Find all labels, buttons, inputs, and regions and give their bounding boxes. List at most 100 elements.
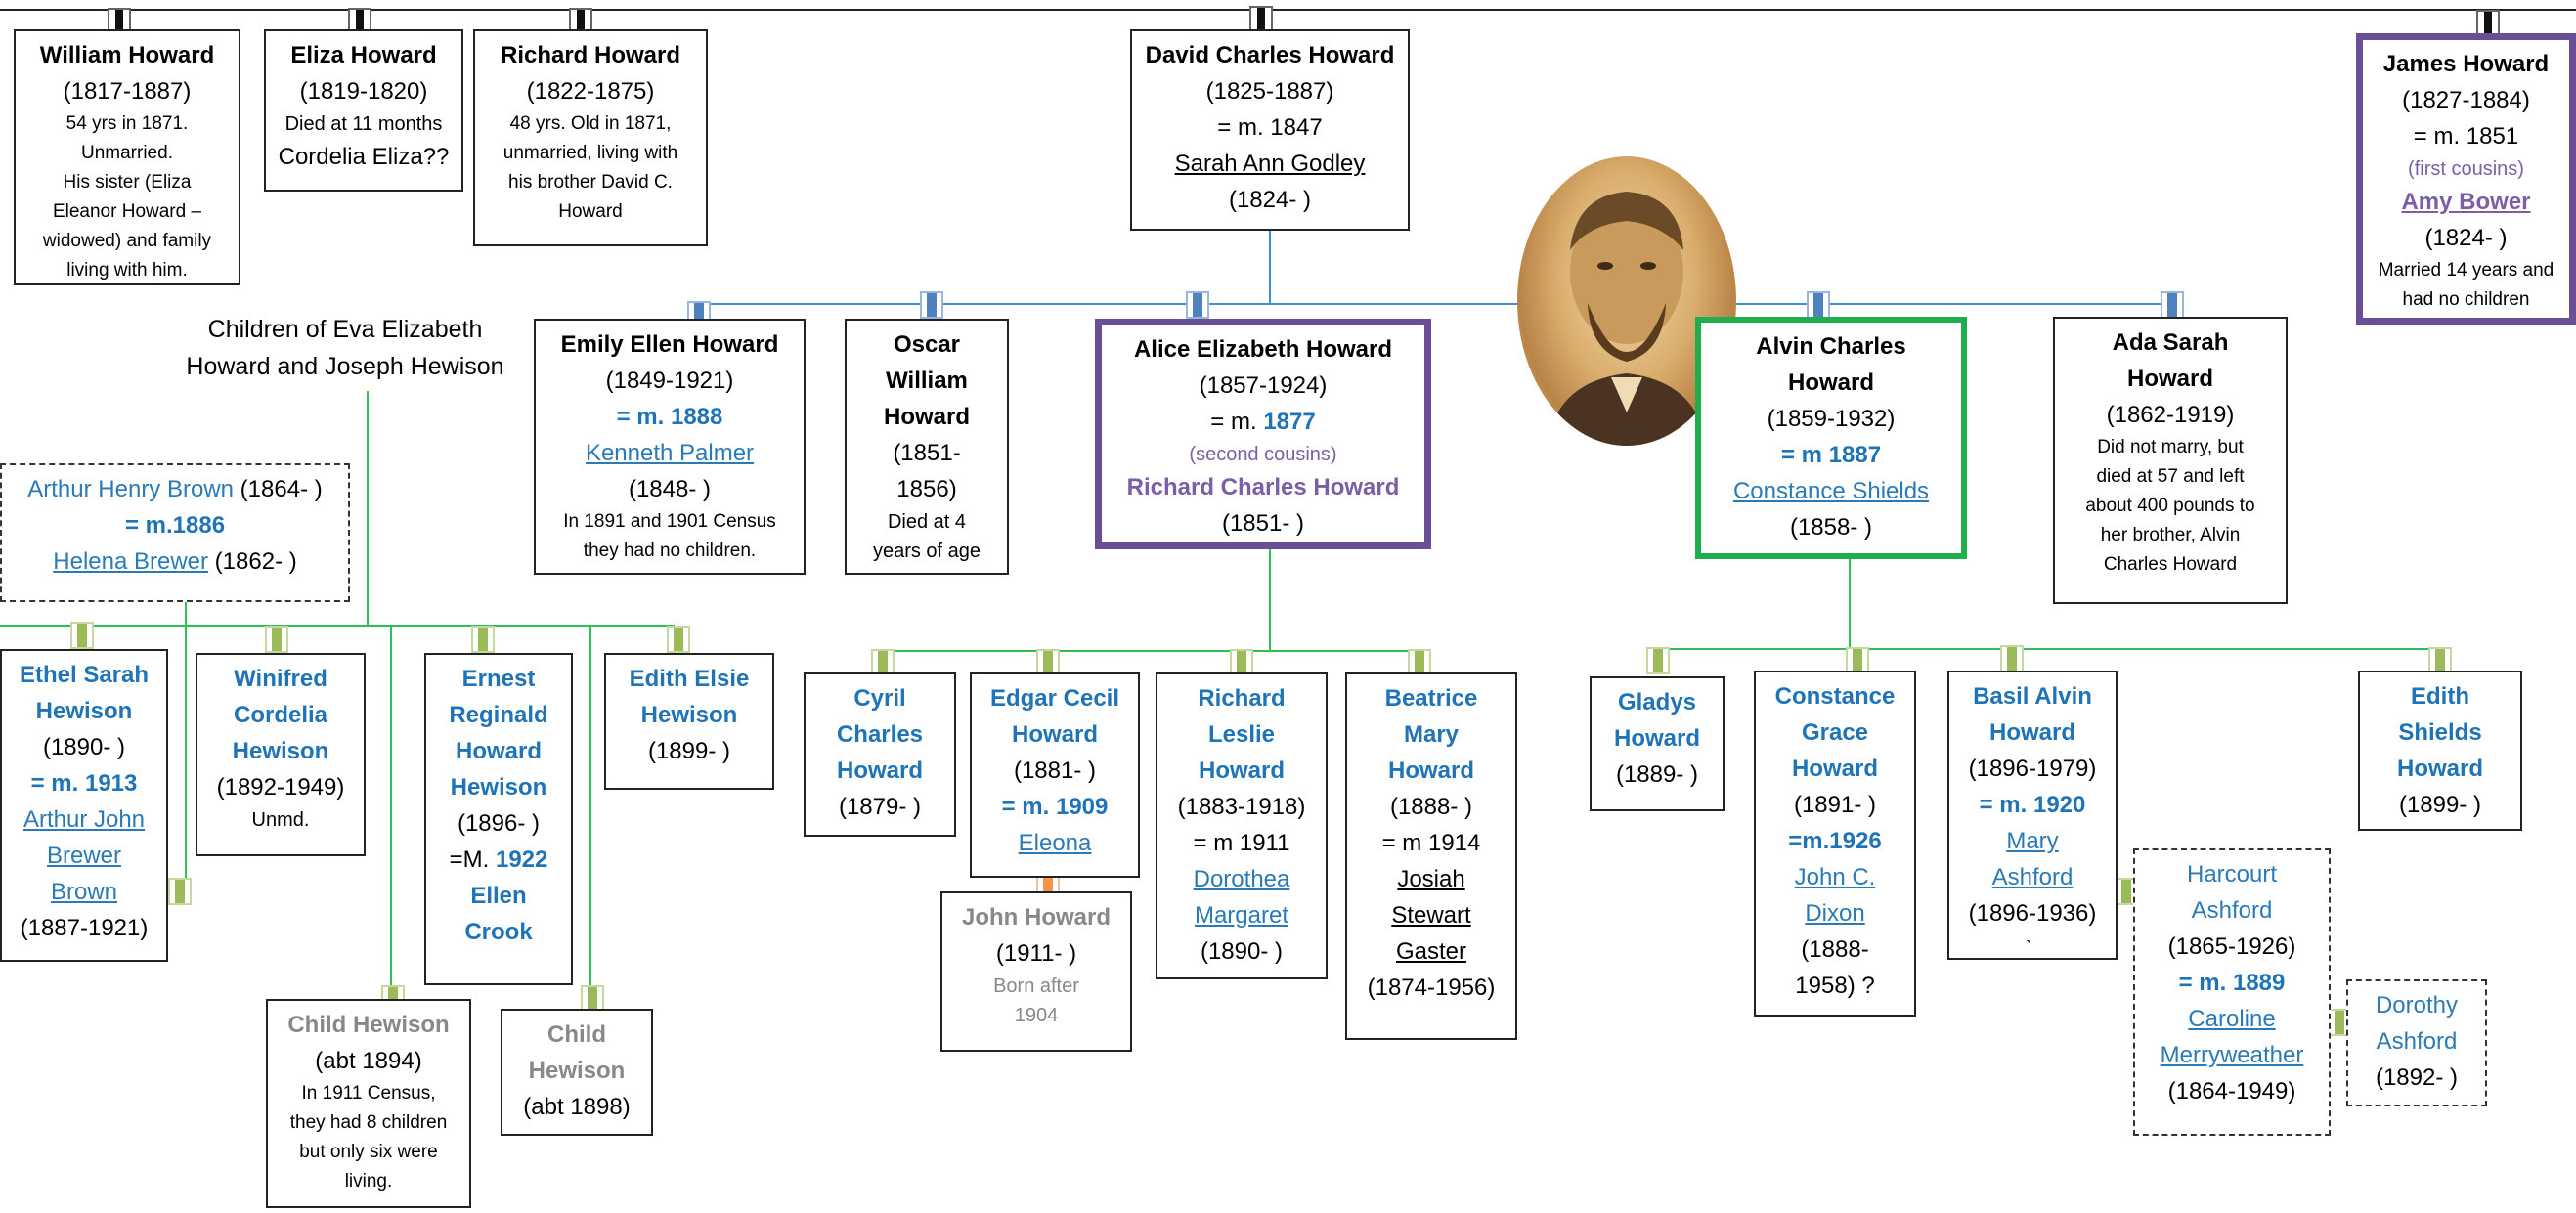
spouse-dates: (1848- ) bbox=[628, 476, 712, 502]
person-card-edgar-cecil-howard[interactable]: Edgar Cecil Howard (1881- ) = m. 1909 El… bbox=[970, 672, 1140, 878]
person-dates: (1881- ) bbox=[1013, 758, 1097, 784]
person-card-harcourt-ashford[interactable]: Harcourt Ashford (1865-1926) = m. 1889 C… bbox=[2133, 848, 2331, 1136]
person-name: Ada Sarah bbox=[2112, 329, 2229, 356]
person-card-winifred-cordelia-hewison[interactable]: Winifred Cordelia Hewison (1892-1949) Un… bbox=[196, 653, 366, 856]
person-card-constance-grace-howard[interactable]: Constance Grace Howard (1891- ) =m.1926 … bbox=[1754, 671, 1916, 1017]
person-name: Child Hewison bbox=[287, 1012, 450, 1038]
person-card-ethel-sarah-hewison[interactable]: Ethel Sarah Hewison (1890- ) = m. 1913 A… bbox=[0, 649, 168, 962]
person-card-edith-shields-howard[interactable]: Edith Shields Howard (1899- ) bbox=[2358, 671, 2522, 831]
person-card-oscar-william-howard[interactable]: Oscar William Howard (1851- 1856) Died a… bbox=[845, 319, 1009, 575]
marriage-year: 1922 bbox=[495, 846, 548, 873]
person-dates: (1864- ) bbox=[234, 476, 323, 502]
connector-tab bbox=[1807, 291, 1830, 319]
person-card-dorothy-ashford[interactable]: Dorothy Ashford (1892- ) bbox=[2346, 979, 2487, 1106]
person-card-emily-ellen-howard[interactable]: Emily Ellen Howard (1849-1921) = m. 1888… bbox=[534, 319, 806, 575]
person-dates: (1822-1875) bbox=[526, 78, 655, 105]
person-card-child-hewison-1898[interactable]: Child Hewison (abt 1898) bbox=[501, 1009, 653, 1136]
person-card-eliza-howard[interactable]: Eliza Howard (1819-1820) Died at 11 mont… bbox=[264, 29, 463, 192]
hewison-children-label: Children of Eva Elizabeth Howard and Jos… bbox=[176, 311, 514, 385]
relation-note: (second cousins) bbox=[1189, 444, 1337, 465]
person-note: Unmd. bbox=[251, 809, 310, 831]
person-name: Edith Elsie bbox=[629, 666, 750, 692]
person-card-david-charles-howard[interactable]: David Charles Howard (1825-1887) = m. 18… bbox=[1130, 29, 1410, 231]
spouse-name: Gaster bbox=[1395, 938, 1467, 965]
person-name: William bbox=[886, 368, 968, 394]
person-card-john-howard[interactable]: John Howard (1911- ) Born after 1904 bbox=[940, 891, 1132, 1052]
person-card-alvin-charles-howard[interactable]: Alvin Charles Howard (1859-1932) = m 188… bbox=[1695, 317, 1967, 559]
spouse-dates: (1851- ) bbox=[1221, 510, 1305, 537]
spouse-name: Ashford bbox=[1991, 864, 2074, 890]
person-dates: (abt 1894) bbox=[315, 1048, 422, 1074]
marriage-line: = m 1911 bbox=[1193, 830, 1290, 856]
spouse-dates: (1874-1956) bbox=[1367, 975, 1496, 1001]
person-card-alice-elizabeth-howard[interactable]: Alice Elizabeth Howard (1857-1924) = m. … bbox=[1095, 319, 1431, 549]
marriage-line: =m.1926 bbox=[1788, 828, 1882, 854]
person-card-william-howard[interactable]: William Howard (1817-1887) 54 yrs in 187… bbox=[14, 29, 240, 285]
person-note: Died at 4 bbox=[887, 511, 967, 533]
person-note: her brother, Alvin bbox=[2100, 525, 2241, 545]
person-note: His sister (Eliza bbox=[63, 172, 192, 193]
spouse-name: Ellen bbox=[470, 883, 527, 909]
person-name: Mary bbox=[1403, 721, 1460, 748]
person-name: Constance bbox=[1774, 683, 1896, 710]
spouse-name: Richard Charles Howard bbox=[1126, 474, 1400, 500]
person-card-ernest-reginald-howard-hewison[interactable]: Ernest Reginald Howard Hewison (1896- ) … bbox=[424, 653, 573, 985]
person-name: Ashford bbox=[2376, 1028, 2458, 1055]
connector-tab bbox=[1846, 647, 1869, 674]
person-note: Married 14 years and bbox=[2378, 260, 2554, 281]
person-card-child-hewison-1894[interactable]: Child Hewison (abt 1894) In 1911 Census,… bbox=[266, 999, 471, 1208]
person-name: Richard Howard bbox=[500, 42, 681, 68]
marriage-prefix: =M. bbox=[449, 846, 496, 873]
person-name: Winifred bbox=[234, 666, 327, 692]
person-note: Eleanor Howard – bbox=[52, 201, 202, 222]
person-card-richard-howard[interactable]: Richard Howard (1822-1875) 48 yrs. Old i… bbox=[473, 29, 708, 246]
person-card-richard-leslie-howard[interactable]: Richard Leslie Howard (1883-1918) = m 19… bbox=[1156, 672, 1328, 979]
person-dates: (1883-1918) bbox=[1177, 794, 1306, 820]
marriage-line: =M. 1922 bbox=[430, 842, 567, 878]
person-dates: (1825-1887) bbox=[1205, 78, 1334, 105]
person-note: they had no children. bbox=[583, 541, 757, 561]
person-card-ada-sarah-howard[interactable]: Ada Sarah Howard (1862-1919) Did not mar… bbox=[2053, 317, 2288, 604]
connector-tab bbox=[70, 622, 94, 649]
connector-tab bbox=[1646, 647, 1670, 674]
spouse-dates: (1862- ) bbox=[208, 548, 297, 575]
marriage-line: = m.1886 bbox=[124, 512, 226, 539]
person-dates: (1896-1979) bbox=[1968, 756, 2097, 782]
person-name: Alvin Charles bbox=[1756, 333, 1906, 360]
person-name: Arthur Henry Brown bbox=[27, 476, 235, 502]
person-card-arthur-henry-brown[interactable]: Arthur Henry Brown (1864- ) = m.1886 Hel… bbox=[0, 463, 350, 602]
label-line: Children of Eva Elizabeth bbox=[207, 316, 483, 343]
spouse-name: Josiah bbox=[1397, 866, 1465, 892]
person-name: Howard bbox=[1988, 719, 2075, 746]
connector-tab bbox=[265, 626, 288, 653]
person-note: his brother David C. bbox=[508, 172, 673, 193]
person-note: died at 57 and left bbox=[2096, 466, 2245, 487]
connector-tab bbox=[2000, 645, 2024, 672]
spouse-name: Constance Shields bbox=[1732, 478, 1930, 504]
person-name: Hewison bbox=[640, 702, 738, 728]
spouse-line: Helena Brewer (1862- ) bbox=[6, 543, 344, 580]
person-note: 48 yrs. Old in 1871, bbox=[509, 113, 672, 134]
spouse-dates: (1890- ) bbox=[1200, 938, 1284, 965]
person-dates: (1899- ) bbox=[647, 738, 731, 764]
connector-tab bbox=[920, 291, 943, 319]
spouse-dates: (1864-1949) bbox=[2167, 1078, 2296, 1105]
person-note: they had 8 children bbox=[289, 1112, 448, 1133]
person-card-beatrice-mary-howard[interactable]: Beatrice Mary Howard (1888- ) = m 1914 J… bbox=[1345, 672, 1517, 1040]
label-line: Howard and Joseph Hewison bbox=[186, 353, 504, 380]
person-name: Howard bbox=[1011, 721, 1098, 748]
person-card-gladys-howard[interactable]: Gladys Howard (1889- ) bbox=[1590, 676, 1725, 811]
person-name: Edgar Cecil bbox=[989, 685, 1120, 712]
person-note: Charles Howard bbox=[2103, 554, 2238, 575]
person-card-james-howard[interactable]: James Howard (1827-1884) = m. 1851 (firs… bbox=[2356, 33, 2576, 325]
person-name: Hewison bbox=[450, 774, 547, 801]
person-card-edith-elsie-hewison[interactable]: Edith Elsie Hewison (1899- ) bbox=[604, 653, 774, 790]
spouse-name: Dixon bbox=[1805, 900, 1865, 927]
person-note: living. bbox=[344, 1171, 393, 1191]
person-dates: (1891- ) bbox=[1793, 792, 1877, 818]
marriage-line: = m. 1909 bbox=[1001, 794, 1109, 820]
spouse-name: Stewart bbox=[1391, 902, 1471, 929]
person-card-basil-alvin-howard[interactable]: Basil Alvin Howard (1896-1979) = m. 1920… bbox=[1947, 671, 2118, 960]
person-name: Cordelia bbox=[233, 702, 328, 728]
person-card-cyril-charles-howard[interactable]: Cyril Charles Howard (1879- ) bbox=[804, 672, 956, 837]
